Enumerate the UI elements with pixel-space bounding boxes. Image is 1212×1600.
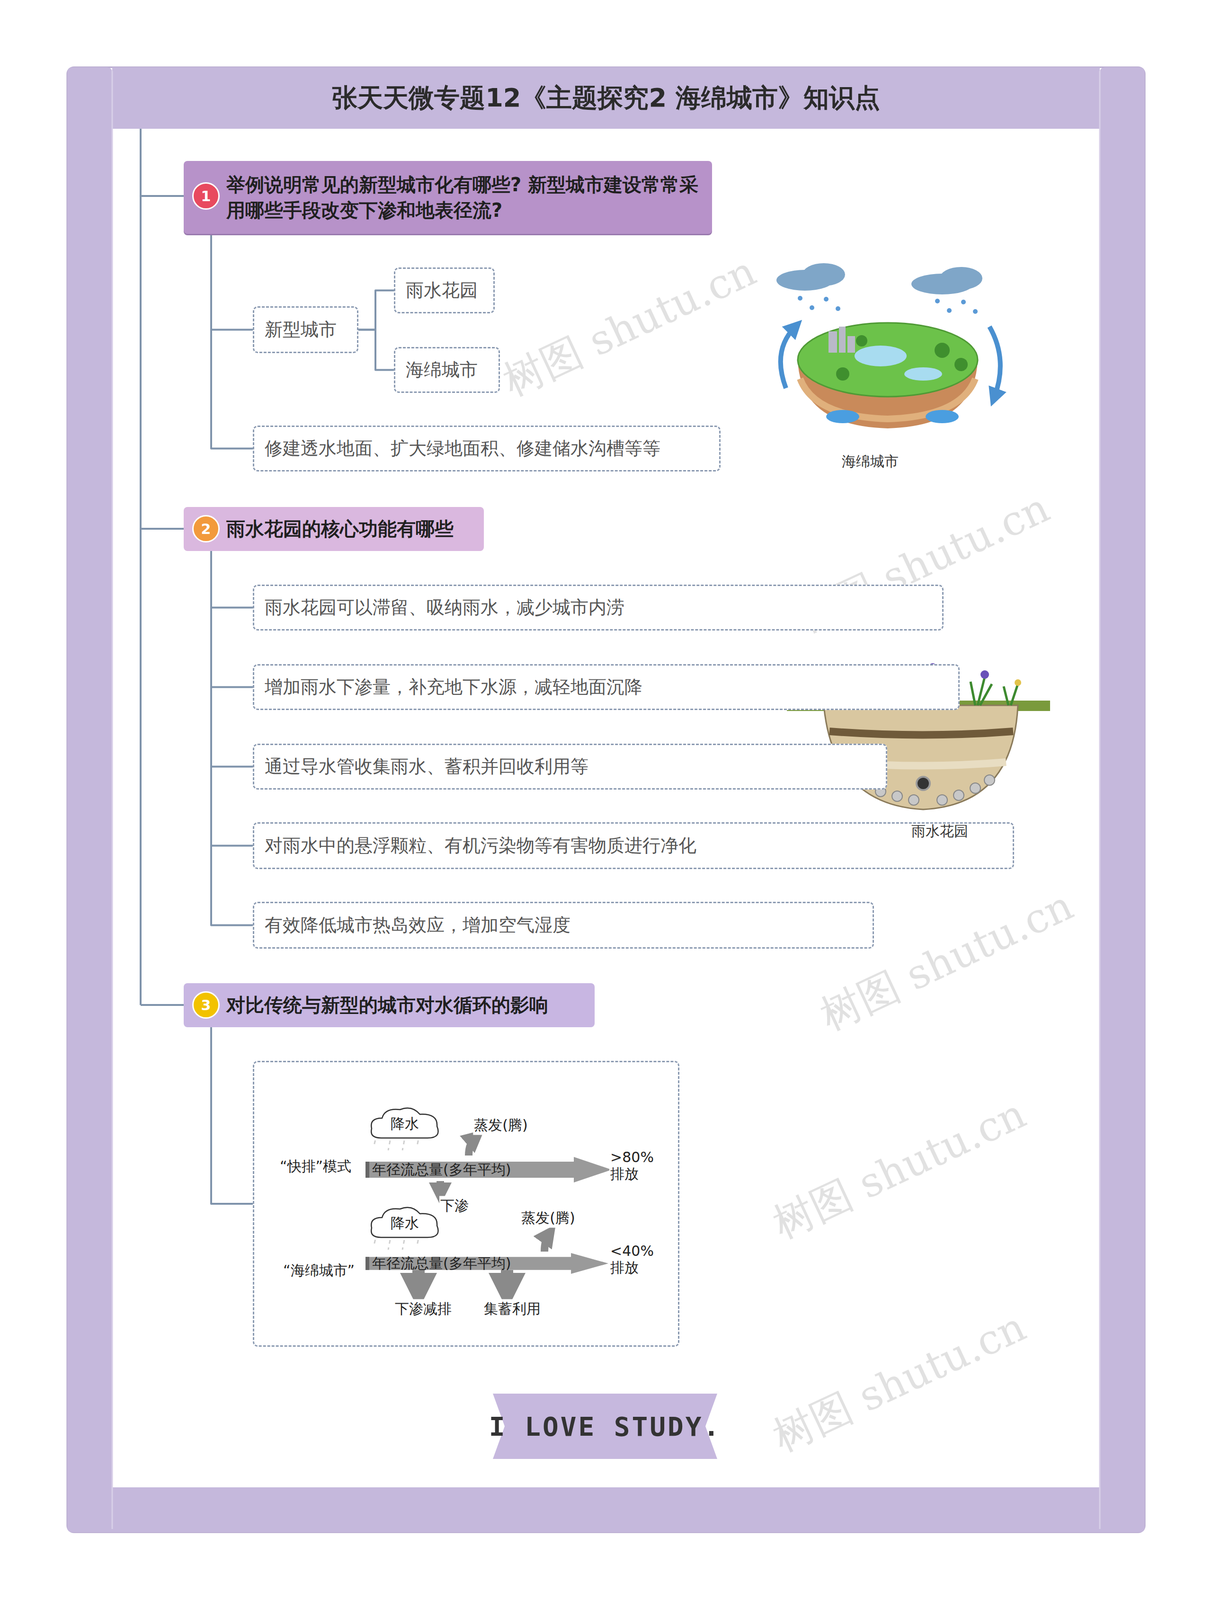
answer-box: 增加雨水下渗量，补充地下水源，减轻地面沉降 xyxy=(252,664,960,711)
answer-box: 雨水花园可以滞留、吸纳雨水，减少城市内涝 xyxy=(252,584,944,631)
tree-connector xyxy=(211,551,253,926)
topic-box: 新型城市 xyxy=(252,306,359,354)
tree-connector xyxy=(211,551,253,608)
tree-connector xyxy=(211,551,253,847)
node-text: 年径流总量(多年平均) xyxy=(372,1254,511,1274)
question-heading: 举例说明常见的新型城市化有哪些? 新型城市建设常常采用哪些手段改变下渗和地表径流… xyxy=(183,160,713,234)
node-text: 雨水花园的核心功能有哪些 xyxy=(226,516,454,543)
node-text: 修建透水地面、扩大绿地面积、修建储水沟槽等等 xyxy=(264,436,661,461)
rain-cloud: 降水 xyxy=(366,1204,443,1243)
tree-connector xyxy=(211,551,253,767)
node-text: 年径流总量(多年平均) xyxy=(372,1160,511,1180)
banner: I LOVE STUDY. xyxy=(492,1393,718,1460)
node-text: 雨水花园可以滞留、吸纳雨水，减少城市内涝 xyxy=(264,595,625,620)
node-text: “快排”模式 xyxy=(279,1157,352,1177)
runoff-arrow: 年径流总量(多年平均) xyxy=(365,1157,612,1183)
topic-box: 海绵城市 xyxy=(393,347,500,393)
node-text: 对雨水中的悬浮颗粒、有机污染物等有害物质进行净化 xyxy=(264,833,697,858)
tree-connector xyxy=(211,1027,253,1204)
node-text: 增加雨水下渗量，补充地下水源，减轻地面沉降 xyxy=(264,675,643,700)
node-text: “海绵城市” xyxy=(283,1261,355,1281)
tree-connector xyxy=(358,290,394,330)
answer-box: 有效降低城市热岛效应，增加空气湿度 xyxy=(252,901,874,949)
answer-box: 对雨水中的悬浮颗粒、有机污染物等有害物质进行净化 xyxy=(252,822,1015,870)
tree-trunk xyxy=(140,128,184,1006)
flow-label: 集蓄利用 xyxy=(482,1299,542,1319)
topic-box: 雨水花园 xyxy=(393,267,495,314)
answer-box: 通过导水管收集雨水、蓄积并回收利用等 xyxy=(252,743,888,790)
tree-connector xyxy=(211,551,253,688)
node-text: 有效降低城市热岛效应，增加空气湿度 xyxy=(264,913,571,938)
sponge-city-illustration xyxy=(776,263,1001,429)
tree-connector xyxy=(211,233,253,330)
rain-cloud: 降水 xyxy=(366,1105,443,1143)
figure-caption: 雨水花园 xyxy=(911,821,969,842)
tree-connector xyxy=(211,233,253,449)
tree-connector xyxy=(358,329,394,371)
node-text: 降水 xyxy=(390,1114,419,1134)
answer-box: 修建透水地面、扩大绿地面积、修建储水沟槽等等 xyxy=(252,425,721,472)
flow-label: 蒸发(腾) xyxy=(472,1115,529,1136)
callout-number: 3 xyxy=(192,991,220,1019)
question-heading: 对比传统与新型的城市对水循环的影响 xyxy=(183,983,595,1028)
flow-label: 下渗减排 xyxy=(393,1299,453,1319)
page-title: 张天天微专题12《主题探究2 海绵城市》知识点 xyxy=(112,67,1100,129)
node-text: 新型城市 xyxy=(264,317,337,342)
percent-label: >80% 排放 xyxy=(609,1149,655,1183)
callout-number: 2 xyxy=(192,515,220,543)
node-text: 海绵城市 xyxy=(405,357,478,383)
node-text: I LOVE STUDY. xyxy=(489,1411,722,1443)
flow-label: 蒸发(腾) xyxy=(520,1208,576,1229)
runoff-arrow: 年径流总量(多年平均) xyxy=(365,1253,609,1275)
node-text: 降水 xyxy=(390,1213,419,1234)
page-frame xyxy=(67,67,1145,1533)
figure-caption: 海绵城市 xyxy=(841,452,899,472)
node-text: 通过导水管收集雨水、蓄积并回收利用等 xyxy=(264,754,589,779)
callout-number: 1 xyxy=(192,182,220,210)
node-text: 雨水花园 xyxy=(405,278,478,303)
question-heading: 雨水花园的核心功能有哪些 xyxy=(183,507,484,552)
node-text: 对比传统与新型的城市对水循环的影响 xyxy=(226,992,549,1019)
node-text: 举例说明常见的新型城市化有哪些? 新型城市建设常常采用哪些手段改变下渗和地表径流… xyxy=(226,171,701,223)
percent-label: <40% 排放 xyxy=(609,1243,655,1276)
flow-label: 下渗 xyxy=(439,1196,470,1216)
